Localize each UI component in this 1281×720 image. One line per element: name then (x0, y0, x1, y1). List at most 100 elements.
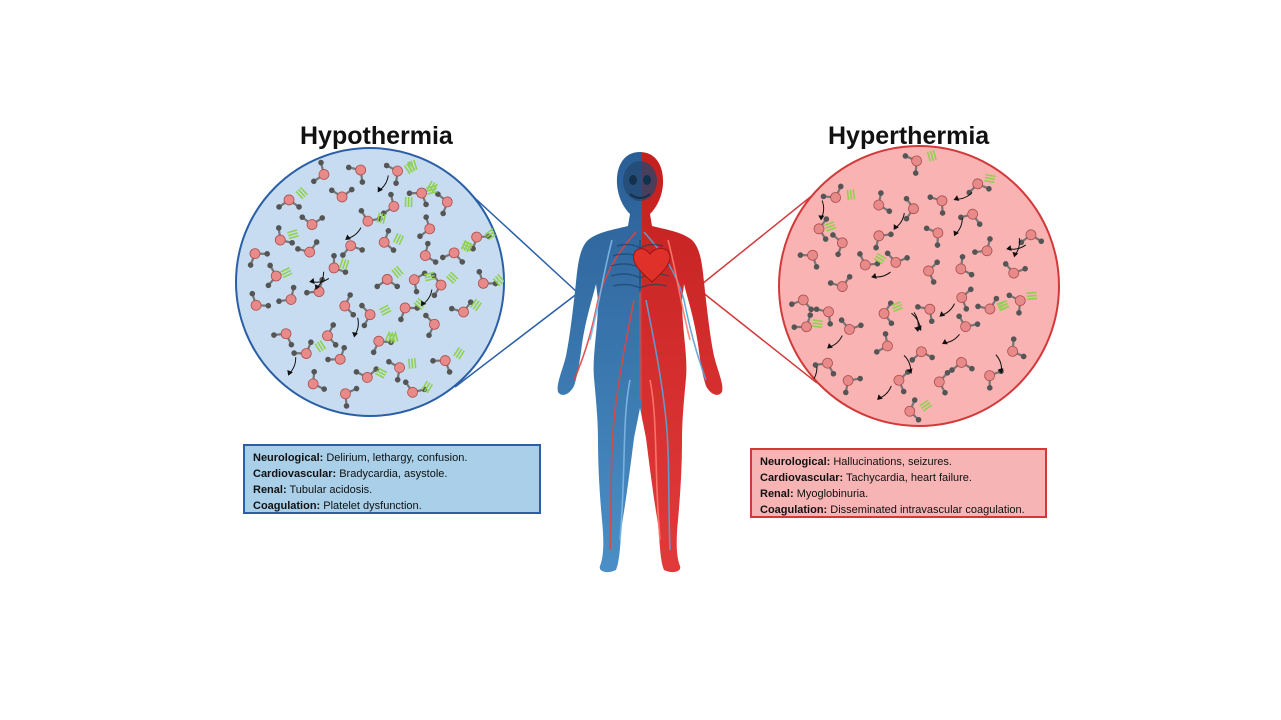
hydrogen-bond-icon (453, 347, 465, 360)
water-molecule-icon (797, 249, 820, 270)
hydrogen-bond-icon (873, 252, 887, 265)
water-molecule-icon (873, 331, 893, 355)
water-molecule-icon (448, 299, 474, 318)
hydrogen-bond-icon (407, 358, 417, 369)
water-molecule-icon (857, 251, 881, 271)
water-molecule-icon (383, 162, 403, 186)
hydrogen-bond-icon (423, 271, 436, 282)
hydrogen-bond-icon (421, 380, 434, 394)
motion-arrow-icon (1012, 238, 1021, 258)
water-molecule-icon (956, 286, 974, 312)
water-molecule-icon (406, 187, 429, 208)
hydrogen-bond-icon (984, 173, 996, 184)
water-molecule-icon (884, 250, 910, 268)
water-molecule-icon (339, 292, 357, 318)
hydrogen-bond-icon (280, 267, 293, 279)
water-molecule-icon (830, 232, 848, 258)
hydrogen-bond-icon (314, 340, 327, 353)
motion-arrow-icon (314, 271, 325, 291)
blood-vessel (573, 231, 637, 381)
motion-arrow-icon (377, 175, 389, 193)
hydrogen-bond-icon (392, 232, 405, 246)
water-molecule-icon (359, 302, 376, 329)
motion-arrow-icon (903, 355, 913, 374)
water-molecule-icon (265, 262, 282, 289)
water-molecule-icon (345, 164, 367, 185)
hypothermia-molecules (247, 159, 504, 409)
water-molecule-icon (842, 375, 863, 396)
water-molecule-icon (322, 322, 339, 348)
motion-arrow-icon (352, 317, 359, 338)
water-molecule-icon (958, 208, 983, 227)
hydrogen-bond-icon (295, 186, 308, 200)
hydrogen-bond-icon (1026, 291, 1038, 301)
water-molecule-icon (791, 312, 814, 333)
water-molecule-icon (417, 214, 436, 240)
hypothermia-effect-renal: Renal: Tubular acidosis. (253, 484, 373, 496)
motion-arrow-icon (818, 200, 825, 221)
motion-arrow-icon (345, 227, 362, 240)
water-molecule-icon (789, 294, 814, 313)
hydrogen-bond-icon (926, 149, 937, 162)
water-molecule-icon (878, 300, 895, 327)
hydrogen-bond-icon (407, 159, 418, 172)
blood-vessel (645, 299, 671, 551)
water-molecule-icon (813, 306, 834, 327)
hydrogen-bond-icon (492, 273, 504, 287)
water-molecule-icon (813, 216, 830, 242)
blood-vessel (619, 379, 631, 541)
water-molecule-icon (419, 240, 439, 265)
hyperthermia-effect-coagulation: Coagulation: Disseminated intravascular … (760, 504, 1025, 516)
water-molecule-icon (949, 357, 975, 373)
hyperthermia-title: Hyperthermia (828, 122, 990, 150)
hydrogen-bond-icon (824, 221, 837, 232)
hydrogen-bond-icon (425, 184, 438, 195)
hydrogen-bond-icon (460, 240, 473, 253)
hydrogen-bond-icon (391, 265, 404, 279)
water-molecule-icon (1007, 336, 1027, 360)
water-molecule-icon (340, 240, 365, 258)
water-molecule-icon (975, 295, 1000, 315)
water-molecule-icon (340, 385, 360, 409)
water-molecule-icon (956, 313, 981, 333)
hydrogen-bond-icon (811, 319, 823, 329)
motion-arrow-icon (893, 212, 905, 231)
water-molecule-icon (325, 344, 347, 365)
hydrogen-bond-icon (376, 212, 387, 224)
water-molecule-icon (923, 259, 940, 285)
hyperthermia-effect-neurological: Neurological: Hallucinations, seizures. (760, 456, 952, 468)
water-molecule-icon (307, 368, 327, 392)
water-molecule-icon (291, 339, 314, 359)
water-molecule-icon (820, 183, 844, 203)
motion-arrow-icon (871, 271, 891, 279)
hydrogen-bond-icon (890, 301, 904, 313)
water-molecule-icon (408, 270, 428, 295)
water-molecule-icon (430, 355, 453, 375)
hypothermia-connector-bottom (454, 292, 579, 388)
blood-vessel (609, 299, 635, 551)
water-molecule-icon (370, 335, 394, 356)
hyperthermia-effect-renal: Renal: Myoglobinuria. (760, 488, 869, 500)
water-molecule-icon (247, 248, 270, 268)
motion-arrow-icon (1006, 244, 1027, 251)
water-molecule-icon (249, 290, 272, 311)
water-molecule-icon (295, 239, 320, 258)
water-molecule-icon (904, 397, 922, 423)
water-molecule-icon (423, 312, 440, 339)
water-molecule-icon (1006, 292, 1026, 316)
water-molecule-icon (378, 227, 397, 253)
water-molecule-icon (812, 357, 837, 377)
water-molecule-icon (386, 358, 405, 383)
water-molecule-icon (902, 153, 922, 176)
water-molecule-icon (909, 346, 935, 363)
water-molecule-icon (276, 284, 297, 305)
blood-vessel (667, 239, 691, 341)
motion-arrow-icon (939, 303, 955, 317)
hyperthermia-connector-bottom (696, 287, 818, 384)
hypothermia-effects-box: Neurological: Delirium, lethargy, confus… (243, 444, 541, 514)
hydrogen-bond-icon (445, 271, 459, 284)
hydrogen-bond-icon (404, 196, 413, 208)
water-molecule-icon (915, 303, 936, 325)
motion-arrow-icon (287, 357, 297, 376)
